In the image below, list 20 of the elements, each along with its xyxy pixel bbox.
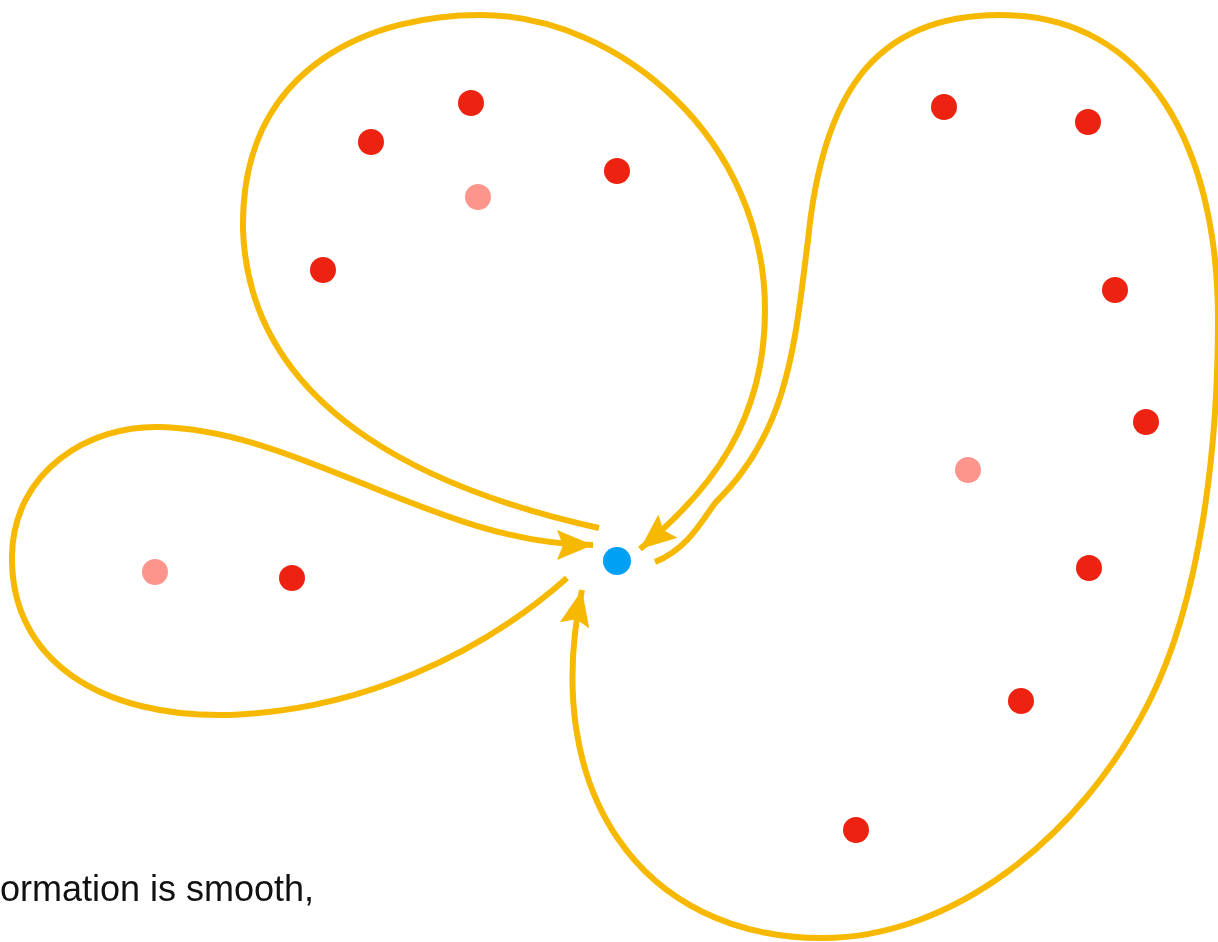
loop-arrow — [240, 12, 768, 552]
data-point-dot — [843, 817, 869, 843]
data-point-dot — [1133, 409, 1159, 435]
data-point-dot — [142, 559, 168, 585]
data-point-dot — [604, 158, 630, 184]
center-point-dot — [603, 547, 631, 575]
data-point-dot — [1075, 109, 1101, 135]
data-point-dot — [310, 257, 336, 283]
data-point-dot — [465, 184, 491, 210]
data-point-dot — [358, 129, 384, 155]
data-point-dot — [1008, 688, 1034, 714]
data-point-dot — [1102, 277, 1128, 303]
data-point-dot — [458, 90, 484, 116]
loop-arrow — [561, 12, 1218, 941]
data-point-dot — [1076, 555, 1102, 581]
data-point-dot — [931, 94, 957, 120]
loop-arrow — [9, 424, 594, 718]
caption-text: ormation is smooth, — [0, 868, 315, 910]
data-point-dot — [279, 565, 305, 591]
data-point-dot — [955, 457, 981, 483]
